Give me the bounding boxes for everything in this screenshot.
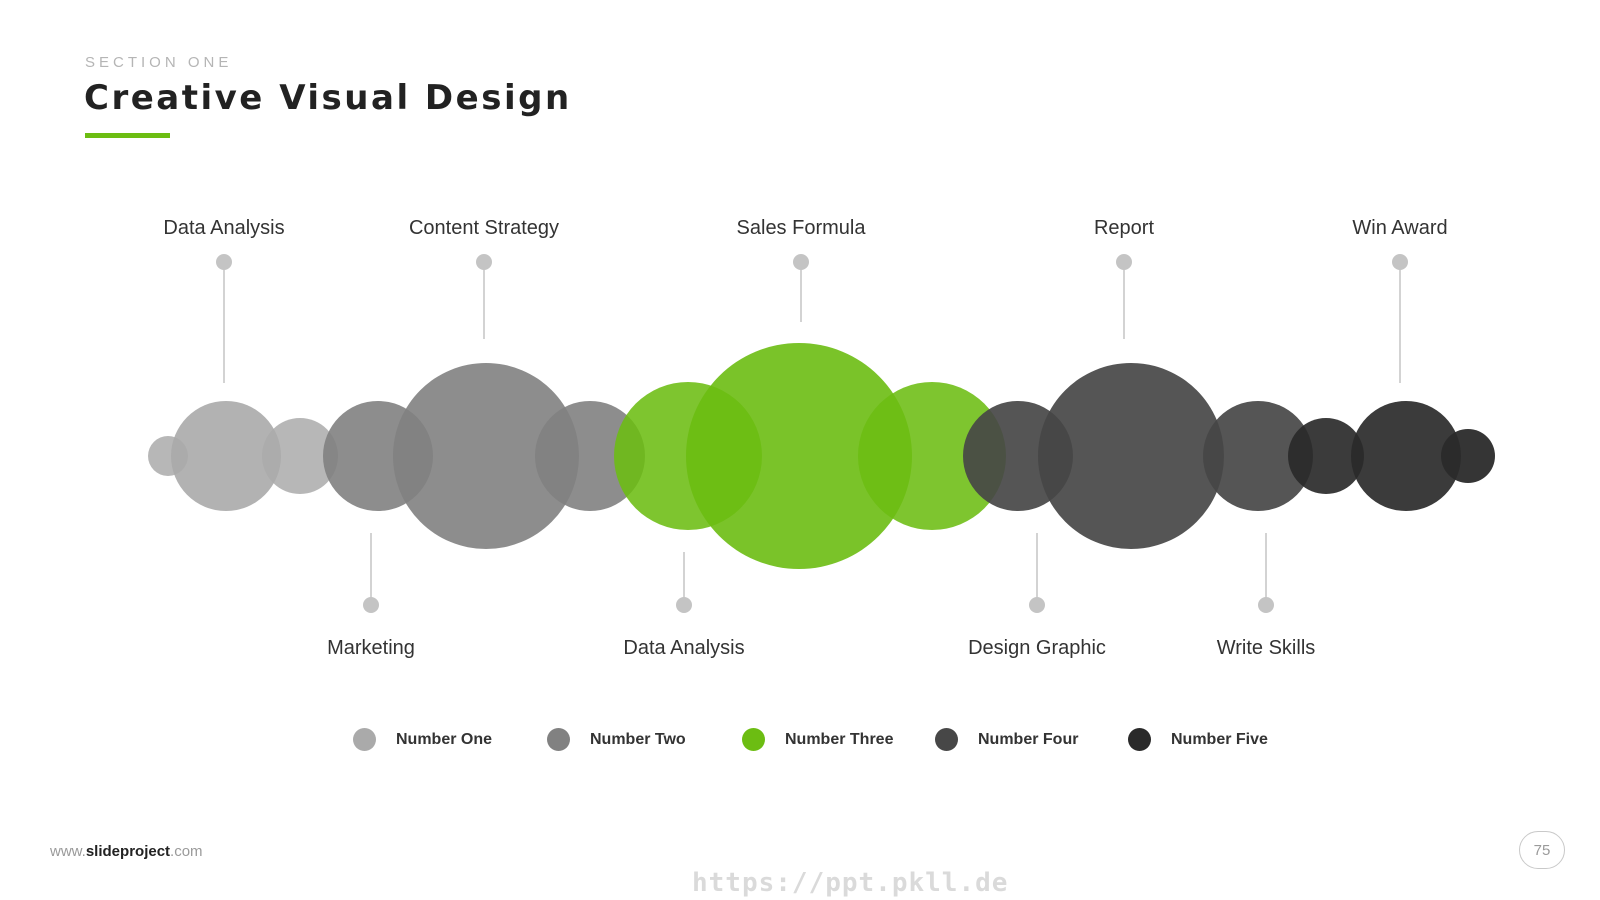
page-title: Creative Visual Design bbox=[84, 78, 572, 118]
section-label: SECTION ONE bbox=[85, 54, 233, 71]
legend-dot bbox=[1128, 728, 1151, 751]
bubble-five bbox=[1288, 418, 1364, 494]
top-label-5: Win Award bbox=[1352, 217, 1447, 239]
top-callout-2-dot bbox=[476, 254, 492, 270]
top-label-3: Sales Formula bbox=[737, 217, 867, 239]
bottom-label-1: Marketing bbox=[327, 637, 415, 659]
legend-item-four: Number Four bbox=[935, 728, 1078, 751]
bottom-label-4: Write Skills bbox=[1217, 637, 1316, 659]
bubble-one bbox=[262, 418, 338, 494]
bubble-three bbox=[686, 343, 912, 569]
footer-url-suffix: .com bbox=[170, 843, 203, 860]
bubble-two bbox=[535, 401, 645, 511]
bottom-callout-3-dot bbox=[1029, 597, 1045, 613]
footer-url[interactable]: www.slideproject.com bbox=[50, 843, 203, 860]
bottom-callout-4-dot bbox=[1258, 597, 1274, 613]
legend-item-one: Number One bbox=[353, 728, 492, 751]
top-label-2: Content Strategy bbox=[409, 217, 559, 239]
top-callout-4-dot bbox=[1116, 254, 1132, 270]
legend-label: Number Two bbox=[590, 730, 686, 748]
bottom-label-3: Design Graphic bbox=[968, 637, 1106, 659]
legend-label: Number One bbox=[396, 730, 493, 748]
title-underline bbox=[85, 133, 170, 138]
legend-item-five: Number Five bbox=[1128, 728, 1268, 751]
legend-item-three: Number Three bbox=[742, 728, 893, 751]
top-label-4: Report bbox=[1094, 217, 1154, 239]
legend: Number One Number Two Number Three Numbe… bbox=[0, 728, 1600, 768]
top-callout-1-dot bbox=[216, 254, 232, 270]
bottom-callout-1-dot bbox=[363, 597, 379, 613]
legend-item-two: Number Two bbox=[547, 728, 686, 751]
bottom-label-2: Data Analysis bbox=[623, 637, 744, 659]
top-callout-3-dot bbox=[793, 254, 809, 270]
bubble-three bbox=[858, 382, 1006, 530]
watermark: https://ppt.pkll.de bbox=[692, 868, 1009, 898]
bubble-four bbox=[1203, 401, 1313, 511]
legend-dot bbox=[547, 728, 570, 751]
bubble-two bbox=[393, 363, 579, 549]
bubble-four bbox=[1038, 363, 1224, 549]
bottom-callout-2-dot bbox=[676, 597, 692, 613]
legend-label: Number Five bbox=[1171, 730, 1268, 748]
legend-dot bbox=[353, 728, 376, 751]
legend-label: Number Four bbox=[978, 730, 1079, 748]
footer-url-prefix: www. bbox=[50, 843, 86, 860]
page-number: 75 bbox=[1519, 831, 1565, 869]
legend-dot bbox=[742, 728, 765, 751]
legend-label: Number Three bbox=[785, 730, 894, 748]
top-callout-5-dot bbox=[1392, 254, 1408, 270]
bubble-five bbox=[1351, 401, 1461, 511]
footer-url-brand: slideproject bbox=[85, 843, 171, 860]
bubble-five bbox=[1441, 429, 1495, 483]
bubble-one bbox=[171, 401, 281, 511]
top-label-1: Data Analysis bbox=[163, 217, 284, 239]
legend-dot bbox=[935, 728, 958, 751]
